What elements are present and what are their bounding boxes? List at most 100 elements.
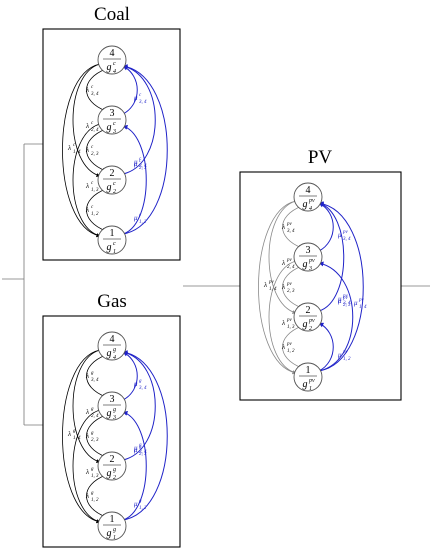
pv-state-sup: pv (308, 318, 315, 324)
pv-rate-sub: 1, 2 (287, 349, 295, 354)
coal-repair-sub: 2, 4 (139, 164, 147, 169)
gas-state-sup: g (113, 527, 116, 533)
coal-repair-arc (122, 125, 147, 235)
pv-rate-sub: 1, 4 (269, 287, 277, 292)
pv-rate-sup: pv (286, 318, 293, 323)
coal-rate-symbol: λ (67, 144, 71, 152)
coal-repair-symbol: μ (134, 158, 138, 166)
gas-degradation-arc (86, 354, 107, 398)
coal-state-sup: c (113, 61, 116, 67)
gas-repair-symbol: μ (134, 444, 138, 452)
coal-rate-sub: 2, 4 (91, 128, 99, 133)
gas-rate-sup: g (91, 371, 94, 376)
gas-state-sup: g (113, 467, 116, 473)
pv-repair-arc (318, 202, 334, 252)
pv-state-sub: 1 (309, 386, 312, 392)
gas-state-number: 2 (110, 454, 115, 465)
gas-rate-sub: 1, 3 (91, 474, 99, 479)
pv-state-symbol: g (303, 259, 308, 270)
gas-state-circle (97, 331, 127, 361)
gas-rate-sup: g (91, 431, 94, 436)
coal-repair-sup: c (139, 157, 142, 162)
pv-state-sup: pv (308, 198, 315, 204)
gas-rate-sub: 2, 4 (91, 414, 99, 419)
gas-rate-sub: 1, 4 (73, 436, 81, 441)
pv-repair-symbol: μ (338, 351, 342, 359)
gas-title: Gas (97, 291, 127, 312)
pv-state-circle (293, 302, 323, 332)
pv-rate-sup: pv (268, 280, 275, 285)
gas-repair-sub: 2, 3 (139, 452, 147, 457)
pv-repair-sub: 2, 3 (343, 303, 351, 308)
pv-state-sub: 2 (309, 326, 312, 332)
gas-state-sub: 4 (113, 354, 116, 361)
pv-state-number: 2 (306, 305, 311, 316)
coal-state-number: 4 (110, 48, 115, 59)
gas-rate-symbol: λ (85, 432, 89, 440)
coal-repair-sub: 2, 3 (139, 166, 147, 171)
gas-rate-symbol: λ (85, 492, 89, 500)
coal-rate-symbol: λ (85, 122, 89, 130)
pv-repair-symbol: μ (338, 231, 342, 239)
pv-repair-arc (318, 201, 345, 312)
coal-rate-sub: 1, 4 (73, 150, 81, 155)
coal-state-number: 1 (110, 228, 115, 239)
pv-rate-sup: pv (286, 342, 293, 347)
pv-repair-sup: pv (342, 350, 349, 355)
coal-rate-sup: c (91, 205, 94, 210)
coal-repair-sup: c (139, 159, 142, 164)
gas-repair-arc (122, 351, 138, 401)
gas-rate-sup: g (91, 467, 94, 472)
gas-state-symbol: g (107, 468, 112, 479)
pv-rate-symbol: λ (281, 343, 285, 351)
gas-box (42, 315, 181, 548)
gas-repair-sup: g (139, 379, 142, 384)
coal-repair-arc (122, 65, 138, 115)
gas-rate-sub: 2, 3 (91, 438, 99, 443)
pv-repair-symbol: μ (338, 295, 342, 303)
pv-state-circle (293, 242, 323, 272)
gas-repair-sub: 3, 4 (139, 386, 147, 391)
coal-repair-arc (122, 64, 156, 175)
gas-repair-arcs (122, 350, 168, 521)
coal-rate-symbol: λ (85, 146, 89, 154)
gas-state-number: 4 (110, 334, 115, 345)
gas-degradation-arc (86, 474, 107, 518)
gas-state-sub: 3 (112, 415, 116, 421)
pv-repair-sup: pv (342, 294, 349, 299)
gas-repair-arc (122, 350, 156, 461)
pv-rate-symbol: λ (281, 319, 285, 327)
gas-state-sub: 1 (113, 535, 116, 541)
coal-state-symbol: g (107, 182, 112, 193)
gas-state-number: 1 (110, 514, 115, 525)
gas-degradation-arc (86, 414, 107, 458)
coal-degradation-arc (72, 123, 101, 237)
coal-title: Coal (94, 4, 130, 25)
coal-rate-sup: c (91, 145, 94, 150)
pv-repair-arc (318, 322, 334, 372)
gas-state-symbol: g (107, 408, 112, 419)
gas-repair-arc (122, 411, 147, 521)
